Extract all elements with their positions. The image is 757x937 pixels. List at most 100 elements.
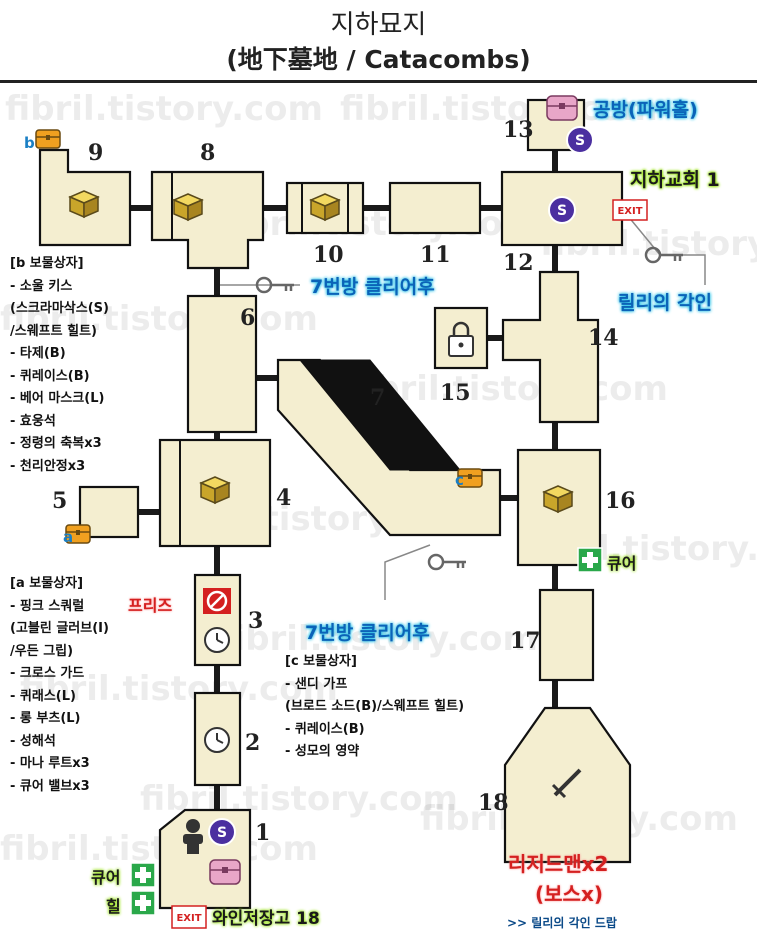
watermark-text: fibril.tistory.com	[220, 619, 538, 659]
label-after-room7-bottom: 7번방 클리어후	[305, 622, 430, 644]
list-item: - 마나 루트x3	[10, 756, 90, 771]
list-item: (브로드 소드(B)/스웨프트 힐트)	[285, 699, 465, 714]
list-item: - 소울 키스	[10, 278, 73, 294]
map-icons: b a c S S S	[24, 95, 685, 929]
room-number-13: 13	[503, 117, 534, 143]
label-freeze: 프리즈	[128, 596, 173, 615]
cure-cross-icon	[130, 890, 156, 916]
room-number-17: 17	[510, 628, 541, 654]
coin-symbol: S	[575, 133, 585, 149]
watermark-text: fibril.tistory.com	[5, 89, 323, 129]
label-after-room7-top: 7번방 클리어후	[310, 276, 435, 298]
list-item: - 핑크 스쿼럴	[10, 598, 85, 614]
label-power-room: 공방(파워홀)	[593, 99, 698, 121]
room-number-12: 12	[503, 250, 534, 276]
room-number-8: 8	[200, 140, 215, 166]
no-entry-icon	[203, 588, 231, 614]
list-item: - 퀴레이스(B)	[285, 721, 365, 737]
room-number-6: 6	[240, 305, 255, 331]
room-number-5: 5	[52, 488, 67, 514]
map-header: 지하묘지 (地下墓地 / Catacombs)	[0, 0, 757, 83]
room-number-11: 11	[420, 242, 451, 268]
chest-a-list: [a 보물상자] - 핑크 스쿼럴 (고블린 글러브(I) /우든 그립) - …	[10, 572, 109, 797]
room-number-1: 1	[255, 820, 270, 846]
room-1	[158, 808, 252, 910]
chest-c-header: [c 보물상자]	[285, 654, 357, 669]
room-number-9: 9	[88, 140, 103, 166]
cure-cross-icon	[130, 862, 156, 888]
watermark-text: fibril.tistory.com	[20, 669, 338, 709]
crate-icon	[173, 193, 203, 221]
power-chest-icon	[546, 95, 578, 121]
list-item: - 롱 부츠(L)	[10, 711, 81, 726]
label-lily-seal: 릴리의 각인	[618, 292, 713, 314]
room-number-2: 2	[245, 730, 260, 756]
list-item: - 성해석	[10, 733, 56, 749]
list-item: - 크로스 가드	[10, 666, 85, 681]
list-item: - 베어 마스크(L)	[10, 391, 105, 406]
list-item: - 정령의 축복x3	[10, 436, 102, 451]
page-subtitle: (地下墓地 / Catacombs)	[226, 45, 531, 74]
list-item: - 성모의 영약	[285, 744, 360, 759]
coin-symbol: S	[217, 825, 227, 841]
sword-icon	[551, 768, 582, 799]
svg-text:EXIT: EXIT	[176, 913, 201, 924]
room-number-10: 10	[313, 242, 344, 268]
chest-letter-c: c	[455, 471, 464, 489]
list-item: - 샌디 가프	[285, 676, 348, 692]
list-item: /스웨프트 힐트)	[10, 323, 97, 339]
list-item: - 타제(B)	[10, 346, 66, 361]
crate-icon	[543, 485, 573, 513]
label-lily-drop: >> 릴리의 각인 드랍	[507, 916, 617, 930]
chest-letter-b: b	[24, 134, 35, 152]
chest-a-header: [a 보물상자]	[10, 576, 84, 591]
label-underground-church: 지하교회 1	[630, 169, 720, 191]
room-number-4: 4	[276, 485, 291, 511]
chest-letter-a: a	[63, 528, 73, 546]
clock-icon	[204, 727, 230, 753]
room-number-7: 7	[370, 385, 385, 411]
cure-cross-icon	[577, 547, 603, 573]
svg-text:EXIT: EXIT	[617, 206, 642, 217]
room-8	[150, 170, 265, 270]
crate-icon	[310, 193, 340, 221]
label-heal-room1: 힐	[106, 897, 121, 916]
exit-sign-icon: EXIT	[612, 199, 648, 221]
padlock-icon	[448, 321, 474, 357]
page-title: 지하묘지	[330, 10, 427, 40]
room-numbers: 9 8 10 11 13 12 14 15 6 7 4 5 16 17 18 3…	[52, 117, 636, 846]
label-boss: 리저드맨x2	[508, 852, 609, 876]
room-17	[538, 588, 595, 682]
coin-symbol: S	[557, 203, 567, 219]
list-item: (스크라마삭스(S)	[10, 301, 109, 316]
label-boss-note: (보스x)	[535, 882, 603, 906]
clock-icon	[204, 627, 230, 653]
room-number-18: 18	[478, 790, 509, 816]
watermark-text: fibril.tistory.com	[340, 89, 658, 129]
pink-chest-icon	[209, 859, 241, 885]
label-cure-room16: 큐어	[607, 554, 637, 573]
room-number-15: 15	[440, 380, 471, 406]
key-icon	[427, 553, 468, 571]
watermark-text: fibril.tistory.com	[0, 299, 318, 339]
list-item: /우든 그립)	[10, 643, 74, 659]
room-number-3: 3	[248, 608, 263, 634]
list-item: - 효웅석	[10, 413, 56, 429]
room-2	[193, 691, 242, 787]
label-cure-room1: 큐어	[91, 868, 121, 887]
room-number-16: 16	[605, 488, 636, 514]
treasure-chest-icon	[35, 129, 61, 149]
crate-icon	[200, 476, 230, 504]
chest-b-header: [b 보물상자]	[10, 256, 84, 271]
list-item: (고블린 글러브(I)	[10, 621, 109, 636]
room-12-14	[501, 270, 600, 424]
room-number-14: 14	[588, 325, 619, 351]
list-item: - 퀴래스(L)	[10, 688, 76, 704]
chest-c-list: [c 보물상자] - 샌디 가프 (브로드 소드(B)/스웨프트 힐트) - 퀴…	[285, 650, 464, 763]
exit-sign-icon: EXIT	[171, 905, 207, 929]
person-icon	[183, 819, 203, 854]
chest-b-list: [b 보물상자] - 소울 키스 (스크라마삭스(S) /스웨프트 힐트) - …	[10, 252, 109, 477]
room-11	[388, 181, 482, 235]
